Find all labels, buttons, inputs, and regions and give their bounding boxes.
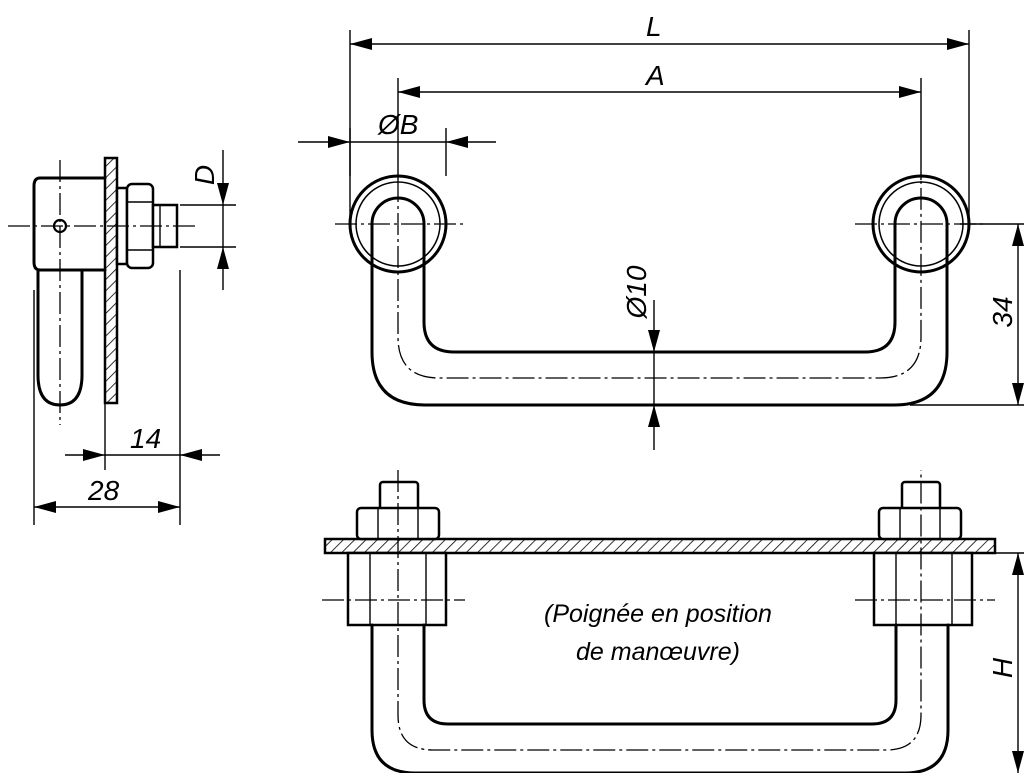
top-view: L A ØB Ø10 34 (298, 11, 1024, 450)
note-line-2: de manœuvre) (576, 638, 740, 666)
front-handle-rod (370, 623, 950, 773)
front-mounting-plate (323, 537, 997, 555)
note-line-1: (Poignée en position (544, 600, 772, 628)
side-view: D 14 28 (8, 150, 236, 525)
front-view: H (Poignée en position de manœuvre) (322, 470, 1024, 773)
right-fastener (872, 480, 974, 627)
dim-H-label: H (987, 657, 1018, 678)
front-handle-rod-inner (422, 623, 898, 726)
dim-rod-diameter-label: Ø10 (621, 265, 652, 319)
dim-L-label: L (646, 11, 662, 42)
dim-28-label: 28 (87, 475, 120, 506)
side-hinge-block (32, 176, 107, 272)
dim-14-label: 14 (130, 423, 161, 454)
dim-D-label: D (189, 165, 220, 185)
dim-B-label: ØB (377, 109, 418, 140)
left-fastener (346, 480, 448, 627)
handle-rod-outer (370, 196, 949, 407)
side-mounting-plate (103, 156, 119, 405)
dim-34-label: 34 (987, 296, 1018, 327)
dim-A-label: A (644, 60, 665, 91)
